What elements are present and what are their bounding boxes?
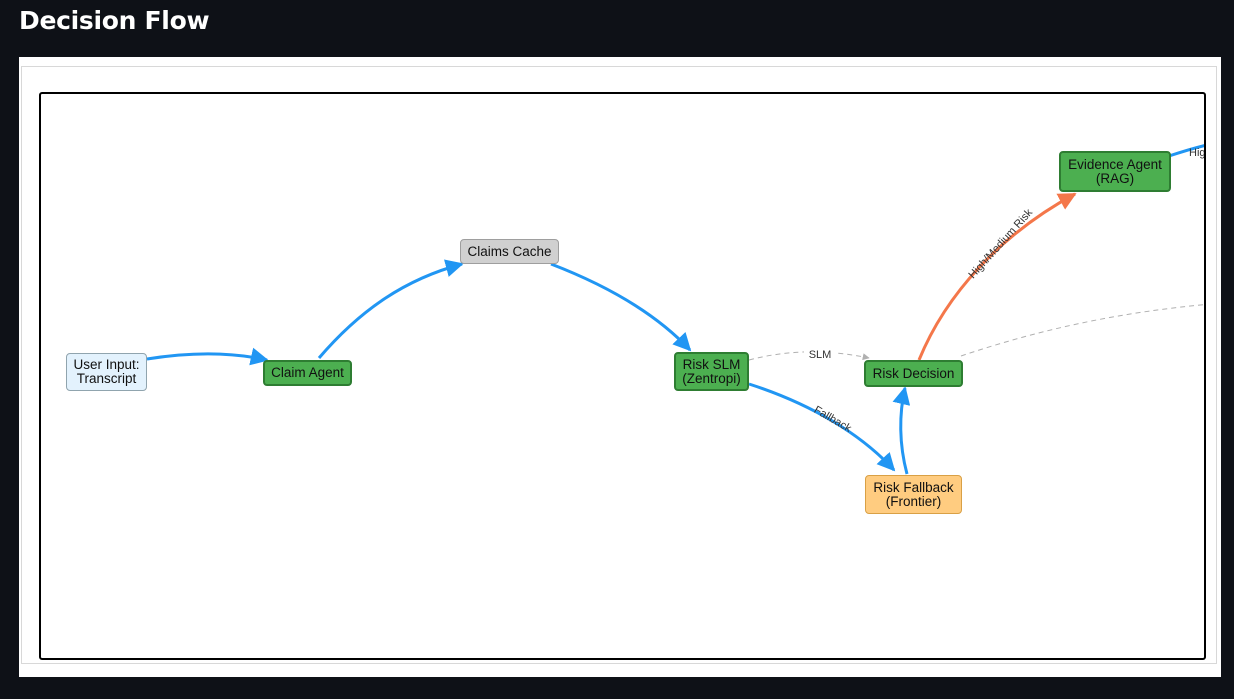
edge-decision-to-evidence <box>917 192 1077 361</box>
node-risk-fallback[interactable]: Risk Fallback (Frontier) <box>865 475 962 514</box>
node-risk-decision-label: Risk Decision <box>872 365 955 381</box>
node-claim-agent-label: Claim Agent <box>271 365 344 380</box>
node-claim-agent[interactable]: Claim Agent <box>263 360 352 386</box>
node-user-input-line1: User Input: <box>73 357 140 372</box>
edge-input-to-claim-agent <box>146 347 269 366</box>
node-evidence-agent[interactable]: Evidence Agent (RAG) <box>1059 151 1171 192</box>
edge-decision-to-offscreen <box>960 304 1204 357</box>
edge-label-offscreen: Hig <box>1189 147 1206 159</box>
edge-label-fallback: Fallback <box>812 404 854 435</box>
node-risk-fallback-line1: Risk Fallback <box>873 479 954 495</box>
node-risk-fallback-line2: (Frontier) <box>885 493 942 509</box>
node-user-input[interactable]: User Input: Transcript <box>66 353 147 391</box>
node-user-input-line2: Transcript <box>76 371 137 386</box>
decision-flow-graph[interactable]: SLM Fallback High/Medium Risk Hig User I… <box>39 92 1206 660</box>
edge-label-slm: SLM <box>809 349 832 361</box>
node-risk-slm-line2: (Zentropi) <box>682 370 741 386</box>
edge-label-high-medium-risk: High/Medium Risk <box>966 206 1035 281</box>
page-title: Decision Flow <box>19 6 210 35</box>
node-risk-slm[interactable]: Risk SLM (Zentropi) <box>674 352 749 391</box>
graph-frame: SLM Fallback High/Medium Risk Hig User I… <box>21 66 1217 664</box>
edge-cache-to-risk-slm <box>550 262 692 352</box>
edge-evidence-to-offscreen <box>1168 144 1204 158</box>
edge-claim-agent-to-cache <box>317 259 464 359</box>
node-risk-decision[interactable]: Risk Decision <box>864 360 963 387</box>
node-evidence-agent-line2: (RAG) <box>1095 170 1135 186</box>
graph-edges: SLM Fallback High/Medium Risk Hig <box>146 144 1206 475</box>
node-claims-cache-label: Claims Cache <box>467 243 552 259</box>
edge-risk-slm-to-fallback <box>748 382 896 472</box>
node-risk-slm-line1: Risk SLM <box>682 356 741 372</box>
graph-panel: SLM Fallback High/Medium Risk Hig User I… <box>19 57 1221 677</box>
node-claims-cache[interactable]: Claims Cache <box>460 239 559 264</box>
edge-fallback-to-decision <box>892 386 911 475</box>
edge-risk-slm-to-decision <box>748 351 870 361</box>
node-evidence-agent-line1: Evidence Agent <box>1068 156 1162 172</box>
